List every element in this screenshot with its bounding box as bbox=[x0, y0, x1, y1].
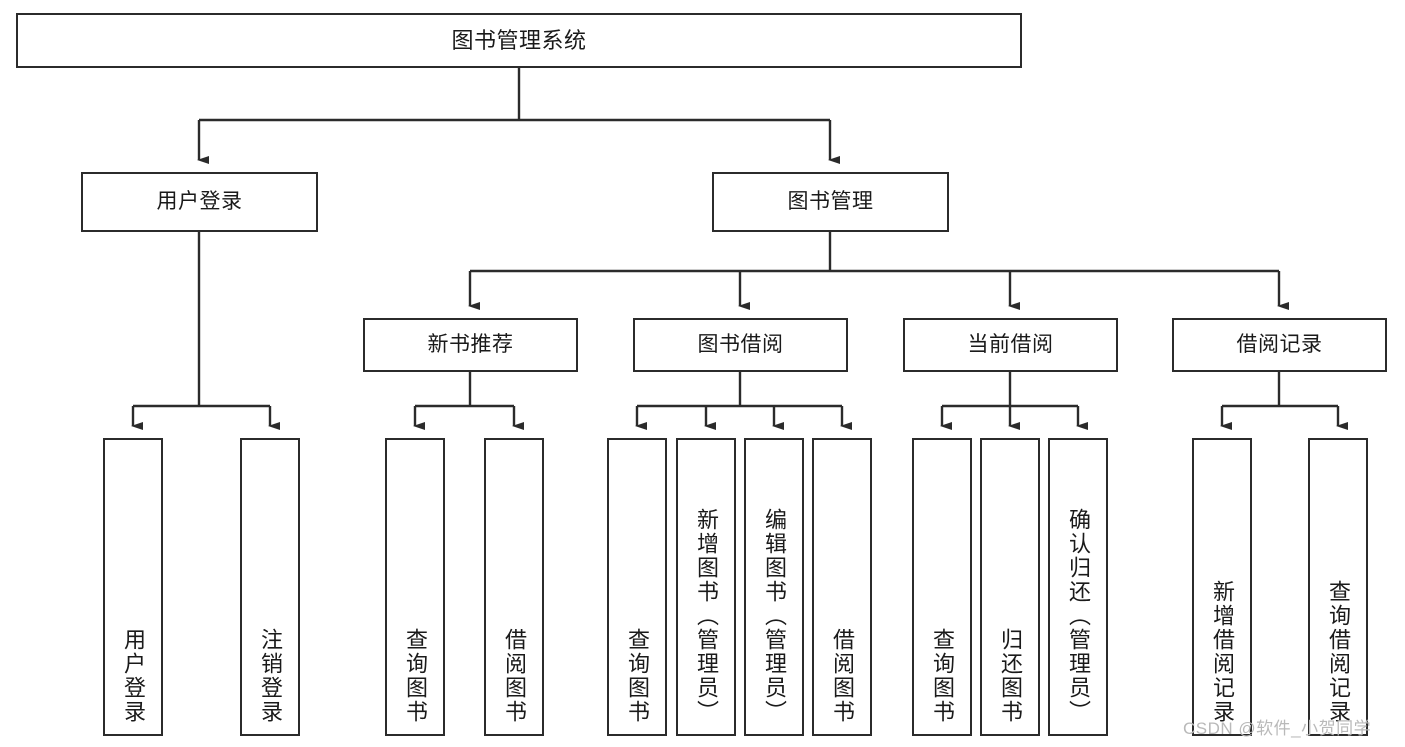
node-label: 借阅图书 bbox=[830, 628, 855, 724]
leaf-return-books[interactable]: 归还图书 bbox=[980, 438, 1040, 736]
leaf-edit-book-admin[interactable]: 编辑图书（管理员） bbox=[744, 438, 804, 736]
node-label: 新增借阅记录 bbox=[1210, 580, 1235, 724]
leaf-search-borrow-record[interactable]: 查询借阅记录 bbox=[1308, 438, 1368, 736]
node-label: 新书推荐 bbox=[427, 332, 514, 356]
leaf-user-login[interactable]: 用户登录 bbox=[103, 438, 163, 736]
node-label: 图书借阅 bbox=[697, 332, 784, 356]
node-label: 当前借阅 bbox=[967, 332, 1054, 356]
node-label: 查询图书 bbox=[625, 628, 650, 724]
node-label: 确认归还（管理员） bbox=[1066, 508, 1091, 724]
node-label: 查询图书 bbox=[930, 628, 955, 724]
leaf-add-book-admin[interactable]: 新增图书（管理员） bbox=[676, 438, 736, 736]
node-label: 借阅记录 bbox=[1236, 332, 1323, 356]
node-label: 查询借阅记录 bbox=[1326, 580, 1351, 724]
node-label: 图书管理 bbox=[787, 189, 874, 213]
node-label: 新增图书（管理员） bbox=[694, 508, 719, 724]
node-label: 用户登录 bbox=[121, 628, 146, 724]
node-label: 编辑图书（管理员） bbox=[762, 508, 787, 724]
node-label: 注销登录 bbox=[258, 628, 283, 724]
leaf-add-borrow-record[interactable]: 新增借阅记录 bbox=[1192, 438, 1252, 736]
node-book-borrow[interactable]: 图书借阅 bbox=[633, 318, 848, 372]
node-label: 用户登录 bbox=[156, 189, 243, 213]
node-label: 查询图书 bbox=[403, 628, 428, 724]
watermark-text: CSDN @软件_小贺同学 bbox=[1183, 719, 1372, 738]
leaf-search-books-current[interactable]: 查询图书 bbox=[912, 438, 972, 736]
node-borrow-record[interactable]: 借阅记录 bbox=[1172, 318, 1387, 372]
leaf-borrow-books[interactable]: 借阅图书 bbox=[812, 438, 872, 736]
node-user-login[interactable]: 用户登录 bbox=[81, 172, 318, 232]
node-new-book-recommend[interactable]: 新书推荐 bbox=[363, 318, 578, 372]
leaf-search-books-borrow[interactable]: 查询图书 bbox=[607, 438, 667, 736]
node-root-library-system[interactable]: 图书管理系统 bbox=[16, 13, 1022, 68]
leaf-borrow-books-recommend[interactable]: 借阅图书 bbox=[484, 438, 544, 736]
leaf-logout[interactable]: 注销登录 bbox=[240, 438, 300, 736]
node-label: 借阅图书 bbox=[502, 628, 527, 724]
node-book-management[interactable]: 图书管理 bbox=[712, 172, 949, 232]
leaf-search-books-recommend[interactable]: 查询图书 bbox=[385, 438, 445, 736]
node-label: 图书管理系统 bbox=[451, 27, 587, 53]
node-current-borrow[interactable]: 当前借阅 bbox=[903, 318, 1118, 372]
node-label: 归还图书 bbox=[998, 628, 1023, 724]
leaf-confirm-return-admin[interactable]: 确认归还（管理员） bbox=[1048, 438, 1108, 736]
